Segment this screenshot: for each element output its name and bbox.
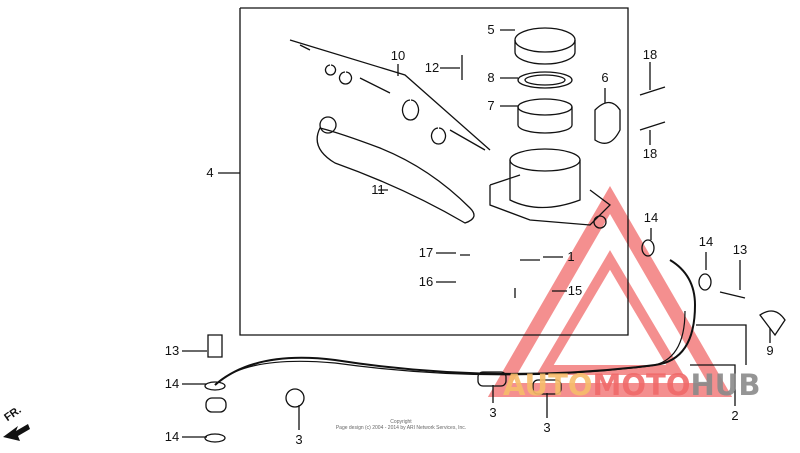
- callout-number: 5: [487, 22, 495, 37]
- callout-number: 14: [643, 210, 659, 225]
- callout-number: 16: [418, 274, 434, 289]
- callout-number: 9: [766, 343, 774, 358]
- brake-hose: [214, 259, 697, 386]
- callout-number: 11: [371, 182, 385, 197]
- callout-number: 18: [642, 146, 658, 161]
- callout-number: 3: [543, 420, 551, 435]
- callout-number: 17: [418, 245, 434, 260]
- copyright-line-2: Page design (c) 2004 - 2014 by ARI Netwo…: [335, 425, 467, 431]
- watermark-logo: AUTOMOTOHUB: [503, 370, 760, 400]
- callout-number: 3: [295, 432, 303, 447]
- callout-number: 10: [390, 48, 406, 63]
- callout-number: 3: [489, 405, 497, 420]
- watermark-part-2: MOTO: [592, 368, 691, 402]
- watermark-part-3: HUB: [690, 368, 761, 402]
- assembly-box: [239, 7, 629, 336]
- callout-number: 18: [642, 47, 658, 62]
- copyright-notice: Copyright Page design (c) 2004 - 2014 by…: [316, 419, 486, 431]
- callout-number: 2: [731, 408, 739, 423]
- callout-number: 1: [567, 249, 575, 264]
- copyright-line-1: Copyright: [390, 419, 412, 425]
- watermark-part-1: AUTO: [503, 368, 593, 402]
- callout-number: 14: [164, 429, 180, 444]
- callout-number: 4: [206, 165, 214, 180]
- watermark-triangle: [487, 186, 733, 397]
- callout-number: 7: [487, 98, 495, 113]
- callout-number: 14: [164, 376, 180, 391]
- callout-number: 13: [164, 343, 180, 358]
- lever: [316, 127, 475, 224]
- callout-number: 14: [698, 234, 714, 249]
- callout-number: 6: [601, 70, 609, 85]
- callout-number: 12: [424, 60, 440, 75]
- front-arrow: [3, 424, 30, 441]
- callout-number: 8: [487, 70, 495, 85]
- callout-number: 13: [732, 242, 748, 257]
- callout-number: 15: [567, 283, 583, 298]
